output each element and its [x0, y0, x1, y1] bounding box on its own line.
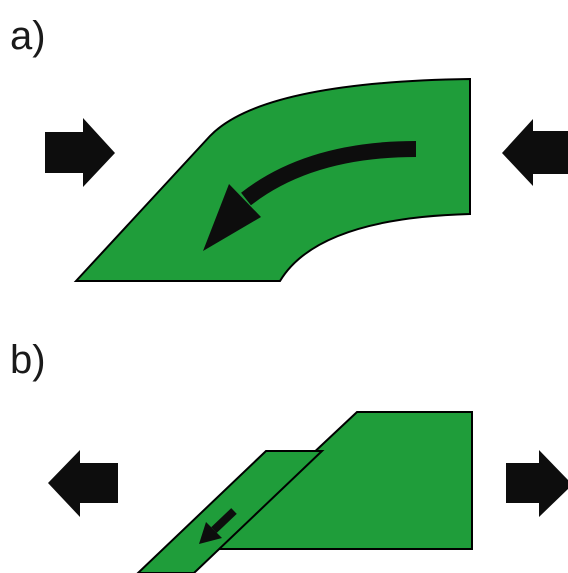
- panel-a-label: a): [10, 14, 46, 58]
- panel-b-right-arrow-icon: [506, 450, 568, 517]
- panel-b-slab-arrow-head: [199, 522, 222, 544]
- panel-b-label: b): [10, 338, 46, 382]
- panel-b-slab-arrow-shaft: [211, 508, 237, 533]
- panel-a-right-arrow-icon: [502, 119, 568, 186]
- panel-b-left-arrow-icon: [48, 450, 118, 517]
- panel-a-left-arrow-icon: [45, 118, 115, 187]
- panel-a-curved-arrow-head: [203, 184, 261, 251]
- panel-a-curved-arrow-shaft: [241, 141, 417, 206]
